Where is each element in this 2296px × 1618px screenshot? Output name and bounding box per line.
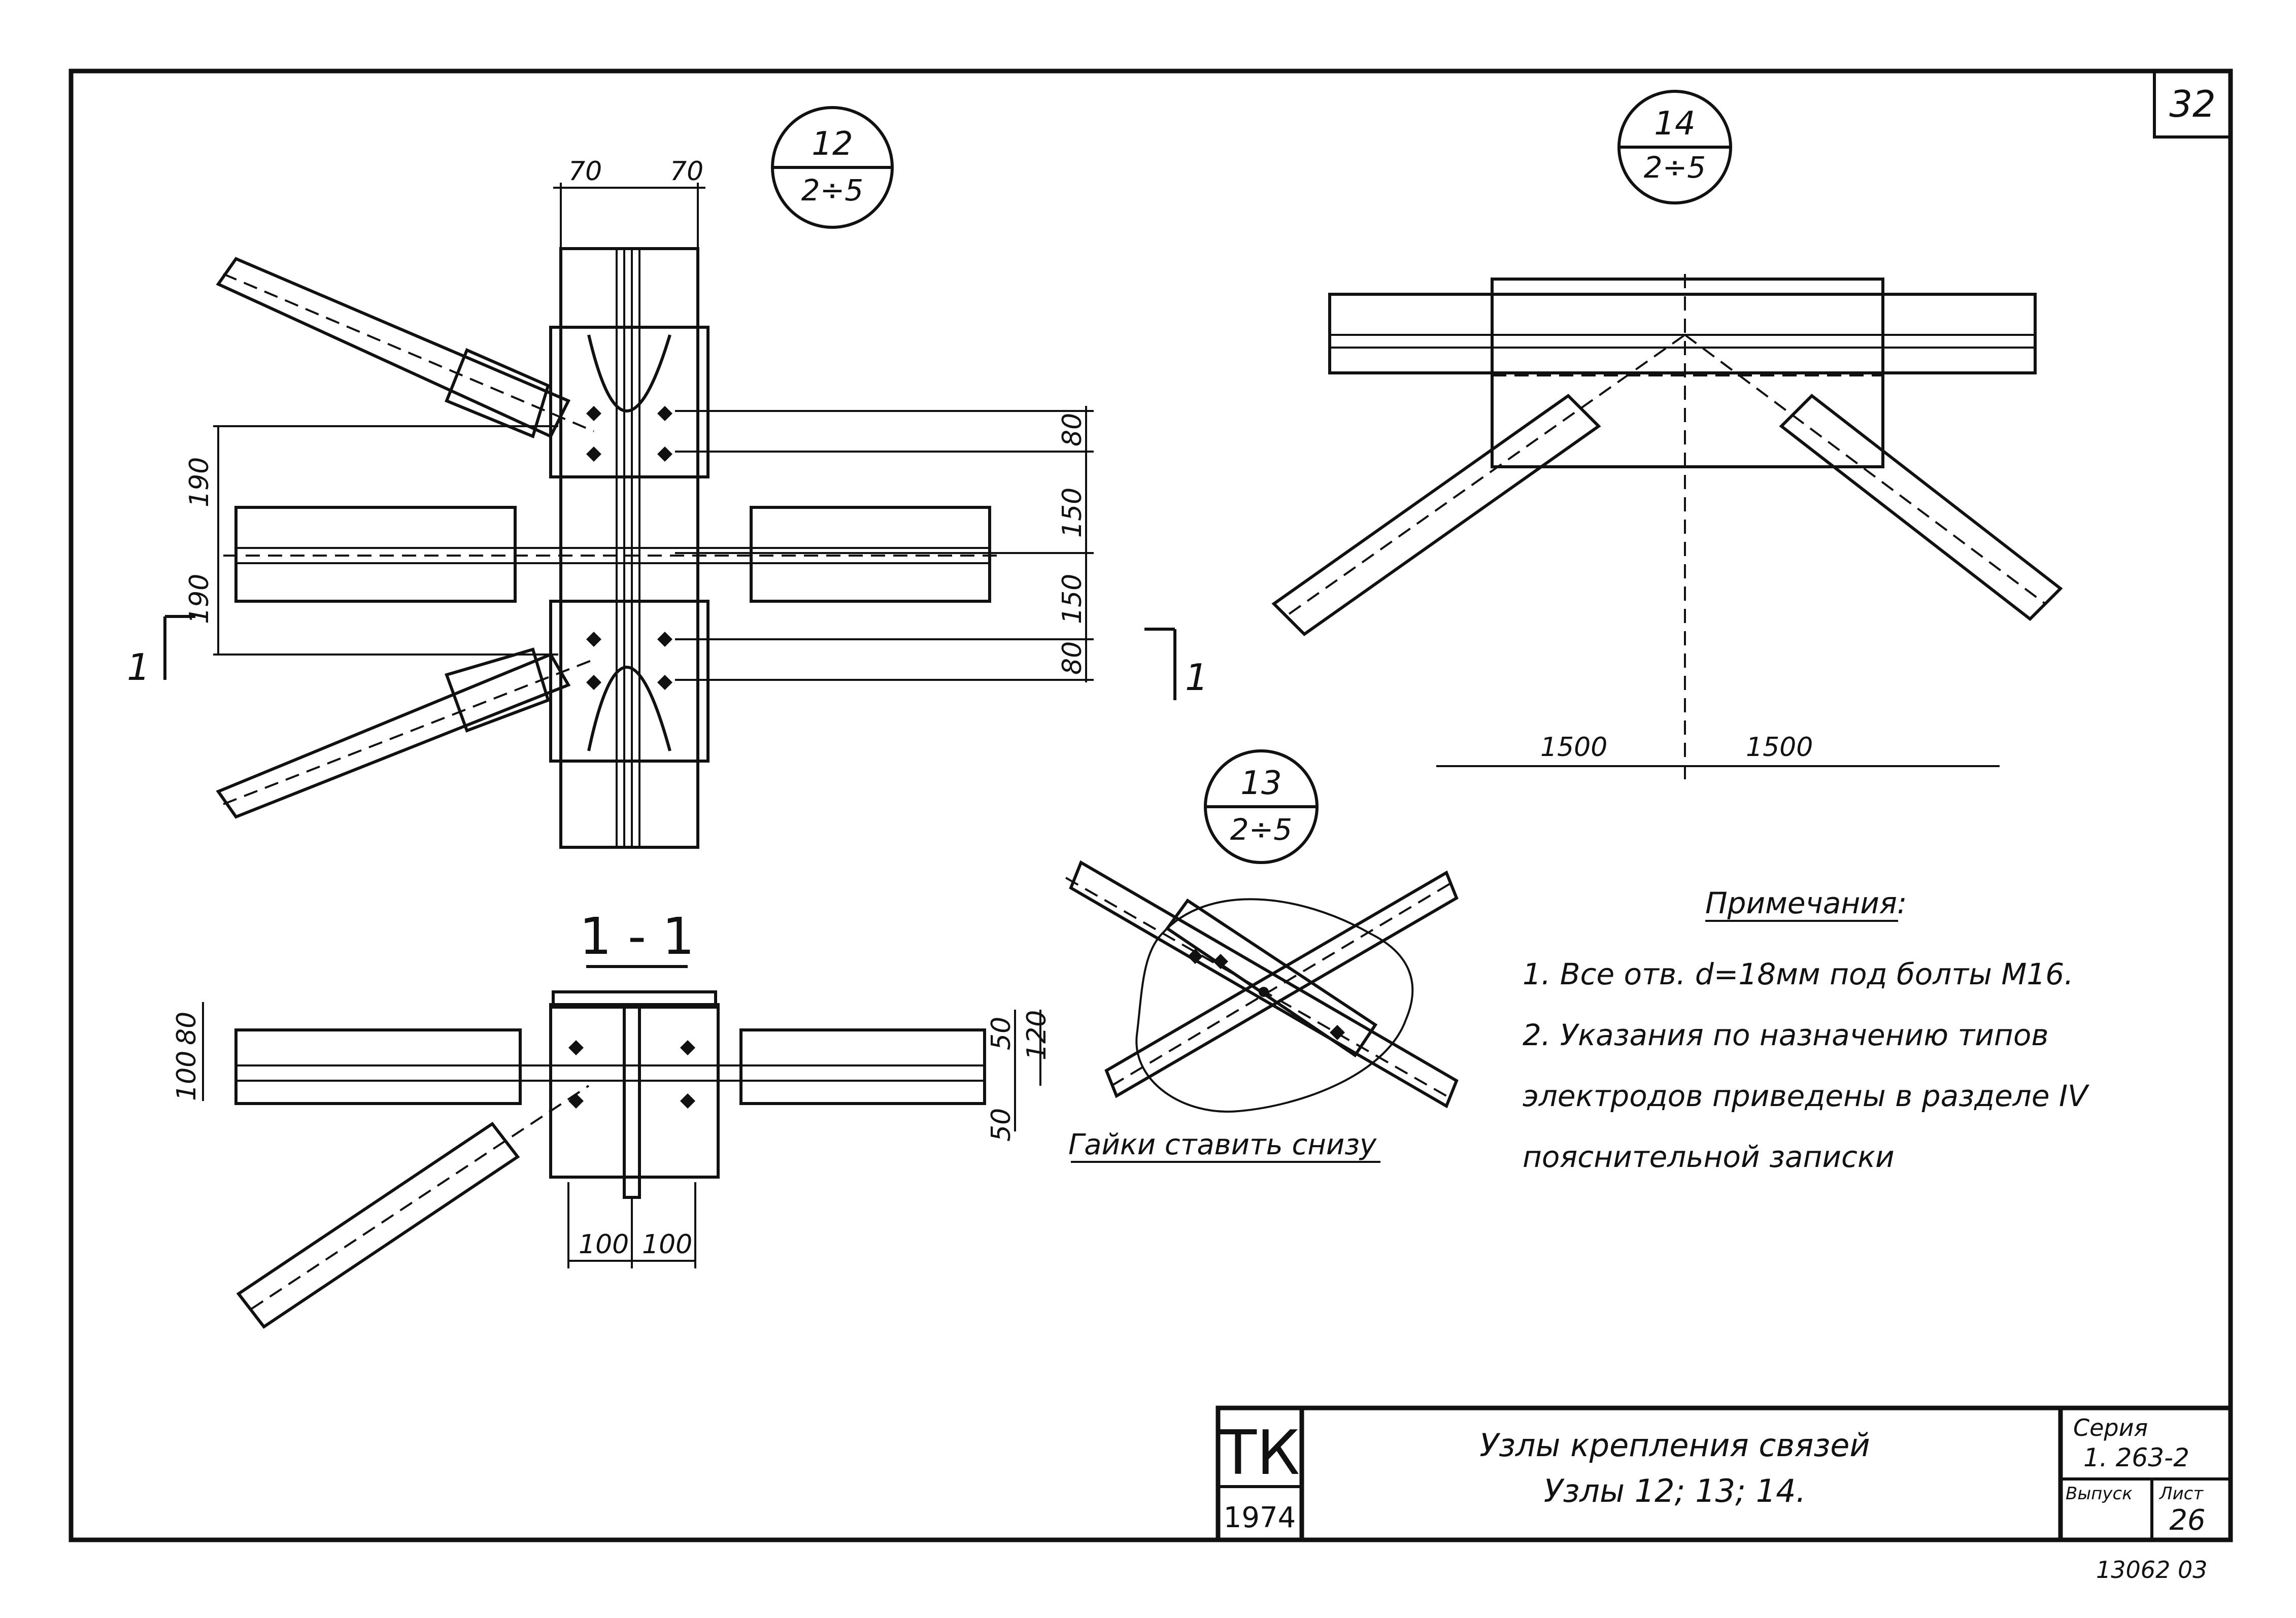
- section-diagonal: [236, 1121, 520, 1329]
- strut-left: [234, 506, 517, 603]
- tb-sheet-value: 26: [2169, 1504, 2205, 1537]
- bolt: [657, 675, 672, 690]
- node-14-bubble: 14 2÷5: [1617, 90, 1732, 204]
- section-mark-right: 1: [1185, 656, 1208, 699]
- upper-gusset: [549, 326, 710, 478]
- sec-dim-100-right: 100: [642, 1229, 692, 1260]
- tb-series-value: 1. 263-2: [2083, 1443, 2189, 1472]
- sec-dim-80: 80: [172, 1012, 202, 1045]
- section-title: 1 - 1: [580, 907, 695, 966]
- section-web: [623, 1003, 641, 1199]
- note-2-cont-2: пояснительной записки: [1523, 1140, 1895, 1174]
- tb-title-2: Узлы 12; 13; 14.: [1544, 1472, 1806, 1509]
- bolt: [1188, 949, 1203, 964]
- nuts-note: Гайки ставить снизу: [1068, 1128, 1377, 1161]
- bolt: [680, 1093, 695, 1109]
- sheet-number-box: [2153, 70, 2232, 139]
- tb-org: ТК: [1219, 1418, 1300, 1489]
- sheet-number: 32: [2169, 83, 2216, 125]
- bolt: [586, 675, 601, 690]
- section-1-1-view: 1 - 1 80 100 50 120 50 100 100: [172, 907, 1052, 1329]
- section-gusset: [549, 1003, 720, 1179]
- bottom-code: 13062 03: [2096, 1556, 2208, 1583]
- node-12-sheets: 2÷5: [801, 173, 863, 208]
- node-13-bubble: 13 2÷5: [1204, 749, 1319, 864]
- node-13-view: Гайки ставить снизу: [1065, 860, 1459, 1163]
- node-14-sheets: 2÷5: [1644, 150, 1706, 185]
- node-13-number: 13: [1240, 765, 1281, 802]
- section-strut-right: [739, 1028, 986, 1105]
- tb-issue-label: Выпуск: [2066, 1484, 2133, 1504]
- bolt: [657, 632, 672, 647]
- bolt: [568, 1040, 584, 1055]
- section-strut-left: [234, 1028, 522, 1105]
- section-cap-plate: [552, 990, 717, 1009]
- diagonal-left: [1271, 394, 1601, 636]
- dim-190-upper: 190: [184, 457, 215, 507]
- node-14-view: 1500 1500: [1271, 274, 2063, 781]
- tb-series-label: Серия: [2073, 1414, 2148, 1441]
- tb-sheet-label: Лист: [2158, 1484, 2204, 1504]
- notes-block: Примечания: 1. Все отв. d=18мм под болты…: [1523, 886, 2090, 1174]
- bolt: [586, 446, 601, 462]
- diagonal-end-plate-lower: [445, 647, 550, 733]
- sheet-border: [69, 68, 2233, 1542]
- dim-80-a: 80: [1057, 413, 1088, 446]
- strut-right: [750, 506, 991, 603]
- diagonal-lower-left: [216, 652, 571, 819]
- tb-title-1: Узлы крепления связей: [1479, 1427, 1870, 1464]
- cloud-outline: [1135, 898, 1414, 1113]
- sec-dim-100: 100: [172, 1051, 202, 1101]
- node-14-gusset: [1491, 278, 1884, 468]
- node-13-sheets: 2÷5: [1230, 812, 1292, 847]
- dim-1500-left: 1500: [1540, 732, 1607, 763]
- top-chord: [1328, 293, 2037, 374]
- notes-heading: Примечания:: [1705, 886, 1907, 920]
- node-12-number: 12: [812, 125, 853, 163]
- lower-gusset: [549, 600, 710, 763]
- node-12-view: 70 70 190 190 80 150 150 80 1 1: [127, 156, 1208, 849]
- dim-150-b: 150: [1057, 488, 1088, 538]
- dim-1500-right: 1500: [1746, 732, 1813, 763]
- node-14-number: 14: [1654, 105, 1695, 143]
- section-mark-left: 1: [127, 646, 150, 688]
- diagonal-upper-left: [216, 257, 571, 438]
- node-13-plate: [1165, 898, 1378, 1058]
- bolt: [586, 632, 601, 647]
- bolt: [568, 1093, 584, 1109]
- title-block: ТК 1974 Узлы крепления связей Узлы 12; 1…: [1215, 1405, 2233, 1542]
- dim-70-left: 70: [568, 156, 602, 187]
- diagonal-right: [1779, 394, 2063, 621]
- note-1: 1. Все отв. d=18мм под болты М16.: [1523, 957, 2074, 991]
- note-2: 2. Указания по назначению типов: [1523, 1018, 2049, 1052]
- tb-year: 1974: [1224, 1501, 1296, 1534]
- bolt: [657, 406, 672, 421]
- bolt: [657, 446, 672, 462]
- note-2-cont-1: электродов приведены в разделе IV: [1523, 1079, 2090, 1113]
- bolt: [1213, 954, 1228, 969]
- bolt: [1259, 987, 1269, 997]
- bolt: [586, 406, 601, 421]
- sec-dim-50-a: 50: [986, 1017, 1017, 1050]
- diagonal-end-plate-upper: [445, 348, 550, 439]
- sec-dim-50-b: 50: [986, 1108, 1017, 1142]
- sec-dim-120: 120: [1022, 1010, 1052, 1060]
- bolt: [680, 1040, 695, 1055]
- bolt: [1330, 1025, 1345, 1040]
- dim-150-c: 150: [1057, 574, 1088, 624]
- diagonal-b: [1104, 870, 1459, 1098]
- dim-80-d: 80: [1057, 641, 1088, 675]
- sec-dim-100-left: 100: [579, 1229, 629, 1260]
- dim-70-right: 70: [670, 156, 703, 187]
- node-12-bubble: 12 2÷5: [771, 106, 894, 229]
